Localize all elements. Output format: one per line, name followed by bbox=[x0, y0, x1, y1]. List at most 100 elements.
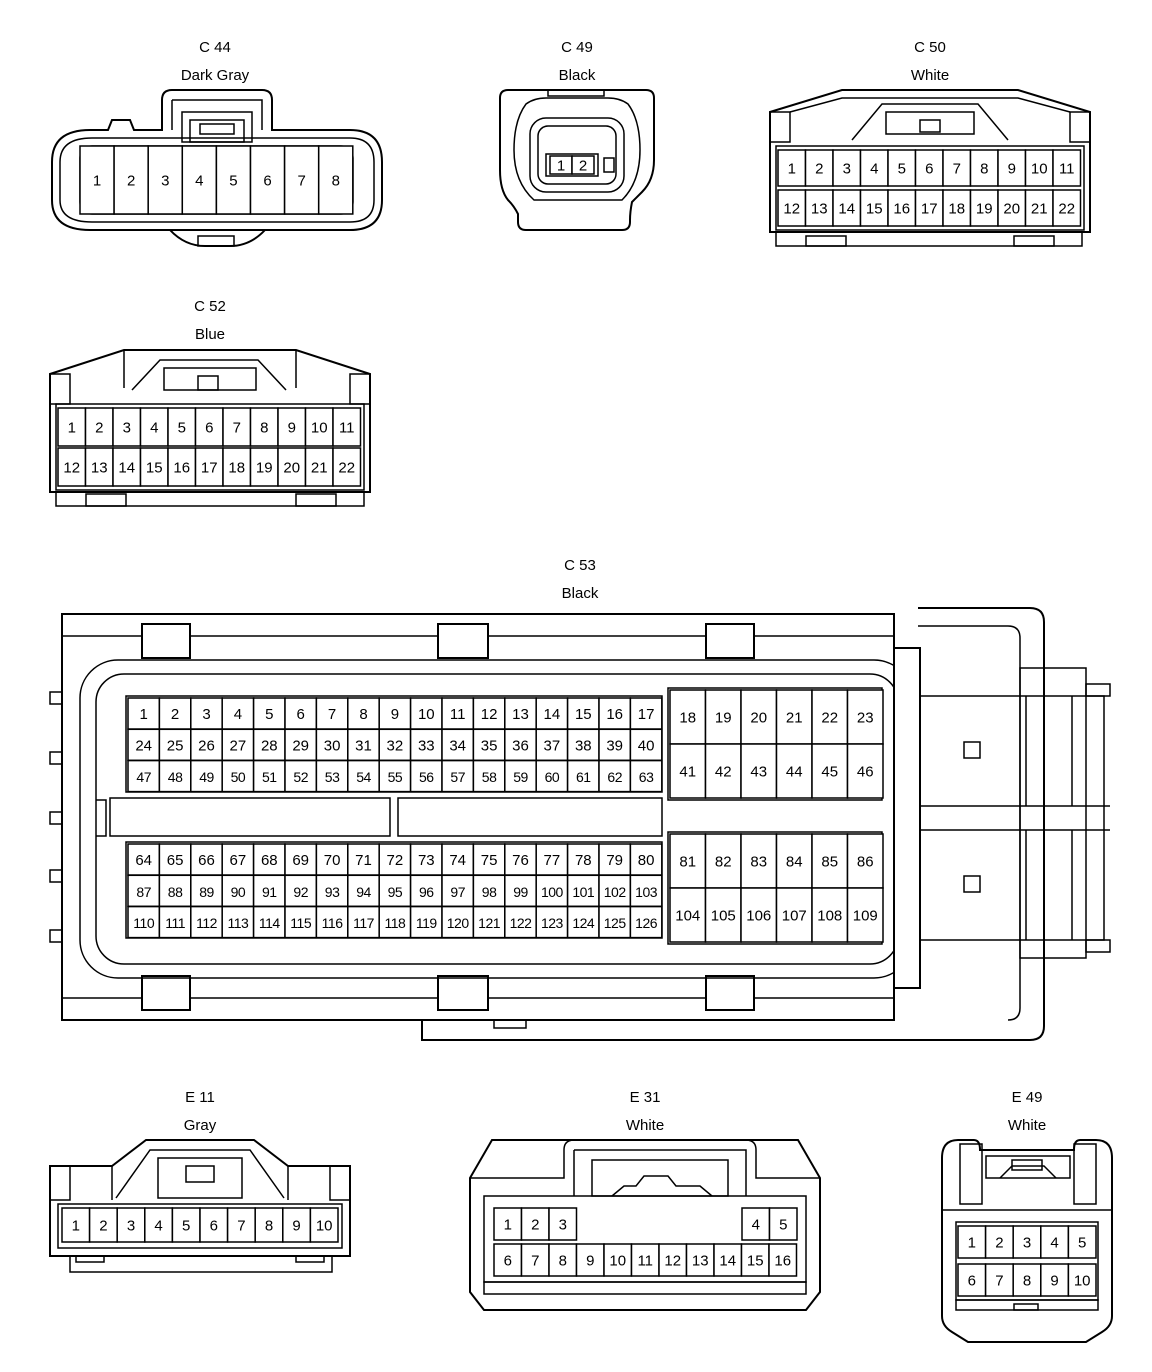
pin-cavity: 24 bbox=[127, 728, 161, 762]
pin-cavity-box bbox=[252, 759, 286, 793]
pin-cavity: 2 bbox=[158, 697, 192, 730]
pin-cavity: 2 bbox=[984, 1225, 1014, 1259]
pin-number: 112 bbox=[196, 915, 218, 931]
pin-cavity: 8 bbox=[1012, 1263, 1042, 1297]
pin-cavity: 2 bbox=[84, 407, 114, 447]
pin-number: 3 bbox=[161, 173, 169, 190]
pin-cavity: 6 bbox=[914, 149, 944, 187]
pin-number: 3 bbox=[843, 161, 851, 178]
pin-cavity: 98 bbox=[472, 874, 506, 908]
connector-c50-housing bbox=[769, 89, 1091, 247]
pin-number: 7 bbox=[995, 1273, 1003, 1290]
pin-cavity-box bbox=[221, 905, 255, 939]
pin-cavity-box bbox=[347, 759, 380, 793]
pin-number: 92 bbox=[293, 884, 308, 900]
pin-cavity: 106 bbox=[740, 887, 778, 943]
pin-number: 20 bbox=[283, 460, 300, 477]
pin-cavity-box bbox=[378, 697, 412, 730]
pin-cavity: 102 bbox=[598, 874, 632, 908]
pin-number: 91 bbox=[262, 884, 277, 900]
pin-cavity-box bbox=[284, 843, 318, 876]
pin-cavity: 17 bbox=[629, 697, 663, 730]
pin-number: 11 bbox=[450, 706, 466, 723]
pin-cavity-box bbox=[740, 743, 778, 799]
pin-cavity: 19 bbox=[704, 689, 742, 745]
pin-number: 23 bbox=[857, 710, 874, 727]
pin-number: 53 bbox=[325, 769, 340, 785]
pin-cavity-box bbox=[378, 874, 412, 908]
pin-cavity: 11 bbox=[441, 697, 475, 730]
pin-number: 74 bbox=[449, 852, 466, 869]
pin-cavity-box bbox=[282, 1207, 312, 1243]
pin-cavity: 9 bbox=[1040, 1263, 1070, 1297]
pin-cavity: 7 bbox=[520, 1243, 550, 1277]
pin-number: 19 bbox=[976, 201, 993, 218]
pin-number: 80 bbox=[638, 852, 655, 869]
pin-cavity-box bbox=[669, 887, 707, 943]
pin-number: 11 bbox=[1059, 161, 1075, 178]
pin-cavity: 70 bbox=[315, 843, 349, 876]
pin-cavity: 1 bbox=[79, 145, 115, 215]
pin-cavity: 107 bbox=[775, 887, 813, 943]
pin-number: 124 bbox=[572, 915, 595, 931]
pin-cavity: 112 bbox=[190, 905, 223, 939]
pin-number: 1 bbox=[140, 706, 148, 723]
pin-cavity: 67 bbox=[221, 843, 255, 876]
pin-number: 4 bbox=[752, 1217, 760, 1234]
pin-cavity: 55 bbox=[378, 759, 412, 793]
pin-number: 16 bbox=[774, 1253, 791, 1270]
pin-cavity: 81 bbox=[669, 833, 707, 889]
pin-cavity: 110 bbox=[127, 905, 161, 939]
pin-cavity: 9 bbox=[277, 407, 307, 447]
pin-cavity: 33 bbox=[409, 728, 443, 762]
pin-cavity: 2 bbox=[520, 1207, 550, 1241]
pin-cavity-box bbox=[969, 189, 999, 227]
pin-cavity: 92 bbox=[284, 874, 318, 908]
pin-cavity: 11 bbox=[630, 1243, 660, 1277]
pin-number: 117 bbox=[353, 915, 375, 931]
pin-cavity-box bbox=[222, 447, 252, 487]
pin-cavity: 50 bbox=[221, 759, 255, 793]
pin-cavity: 9 bbox=[282, 1207, 312, 1243]
pin-cavity-box bbox=[1052, 149, 1082, 187]
pin-number: 10 bbox=[316, 1218, 333, 1235]
pin-number: 15 bbox=[575, 706, 592, 723]
connector-e31-housing bbox=[469, 1139, 821, 1311]
pin-number: 94 bbox=[356, 884, 371, 900]
pin-cavity: 73 bbox=[409, 843, 443, 876]
connector-c52-code: C 52 bbox=[194, 298, 226, 315]
pin-cavity-box bbox=[249, 145, 286, 215]
pin-cavity-box bbox=[147, 145, 184, 215]
connector-e11-color: Gray bbox=[184, 1117, 217, 1134]
connector-c44-code: C 44 bbox=[199, 39, 231, 56]
pin-cavity: 69 bbox=[284, 843, 318, 876]
pin-cavity: 86 bbox=[846, 833, 884, 889]
pin-cavity: 10 bbox=[1067, 1263, 1097, 1297]
pin-number: 7 bbox=[297, 173, 305, 190]
pin-cavity: 83 bbox=[740, 833, 778, 889]
pin-cavity: 32 bbox=[378, 728, 412, 762]
pin-cavity-box bbox=[378, 759, 412, 793]
pin-cavity: 13 bbox=[685, 1243, 715, 1277]
pin-number: 8 bbox=[332, 173, 340, 190]
pin-cavity: 43 bbox=[740, 743, 778, 799]
pin-cavity-box bbox=[775, 689, 813, 745]
pin-cavity: 122 bbox=[504, 905, 537, 939]
pin-cavity-box bbox=[768, 1243, 798, 1277]
pin-cavity: 36 bbox=[504, 728, 537, 762]
pin-number: 84 bbox=[786, 854, 803, 871]
pin-cavity: 124 bbox=[566, 905, 600, 939]
pin-cavity: 6 bbox=[194, 407, 224, 447]
pin-number: 126 bbox=[635, 915, 658, 931]
pin-number: 13 bbox=[91, 460, 108, 477]
pin-cavity: 13 bbox=[84, 447, 114, 487]
pin-number: 5 bbox=[178, 420, 186, 437]
pin-cavity-box bbox=[598, 759, 632, 793]
pin-number: 15 bbox=[146, 460, 163, 477]
pin-cavity: 4 bbox=[221, 697, 255, 730]
pin-cavity: 4 bbox=[144, 1207, 174, 1243]
pin-number: 42 bbox=[715, 764, 732, 781]
